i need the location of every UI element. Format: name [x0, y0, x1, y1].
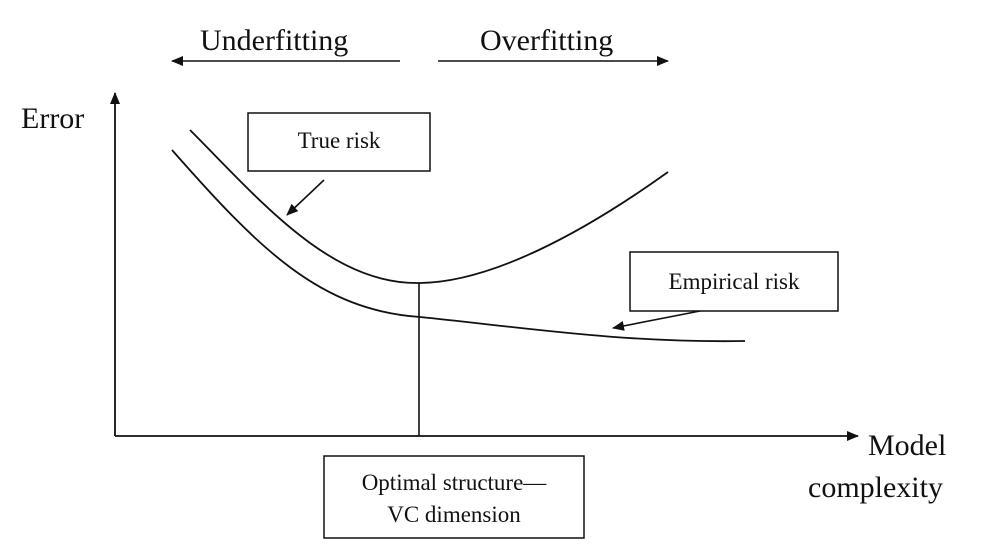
true-risk-curve	[189, 129, 669, 284]
y-axis-label: Error	[21, 102, 84, 135]
optimal-structure-box	[323, 455, 585, 539]
optimal-structure-label-line1: Optimal structure—	[362, 470, 548, 495]
empirical-risk-curve	[171, 149, 746, 343]
true-risk-label: True risk	[298, 128, 381, 153]
true-risk-pointer	[286, 179, 325, 216]
underfitting-label: Underfitting	[200, 24, 348, 57]
empirical-risk-box	[629, 251, 839, 312]
true-risk-box	[247, 112, 431, 172]
x-axis-label-line1: Model	[868, 429, 946, 462]
empirical-risk-pointer	[612, 310, 701, 331]
optimal-structure-label-line2: VC dimension	[387, 502, 521, 527]
overfitting-label: Overfitting	[480, 24, 613, 57]
empirical-risk-label: Empirical risk	[669, 269, 800, 294]
x-axis-label-line2: complexity	[808, 471, 943, 504]
